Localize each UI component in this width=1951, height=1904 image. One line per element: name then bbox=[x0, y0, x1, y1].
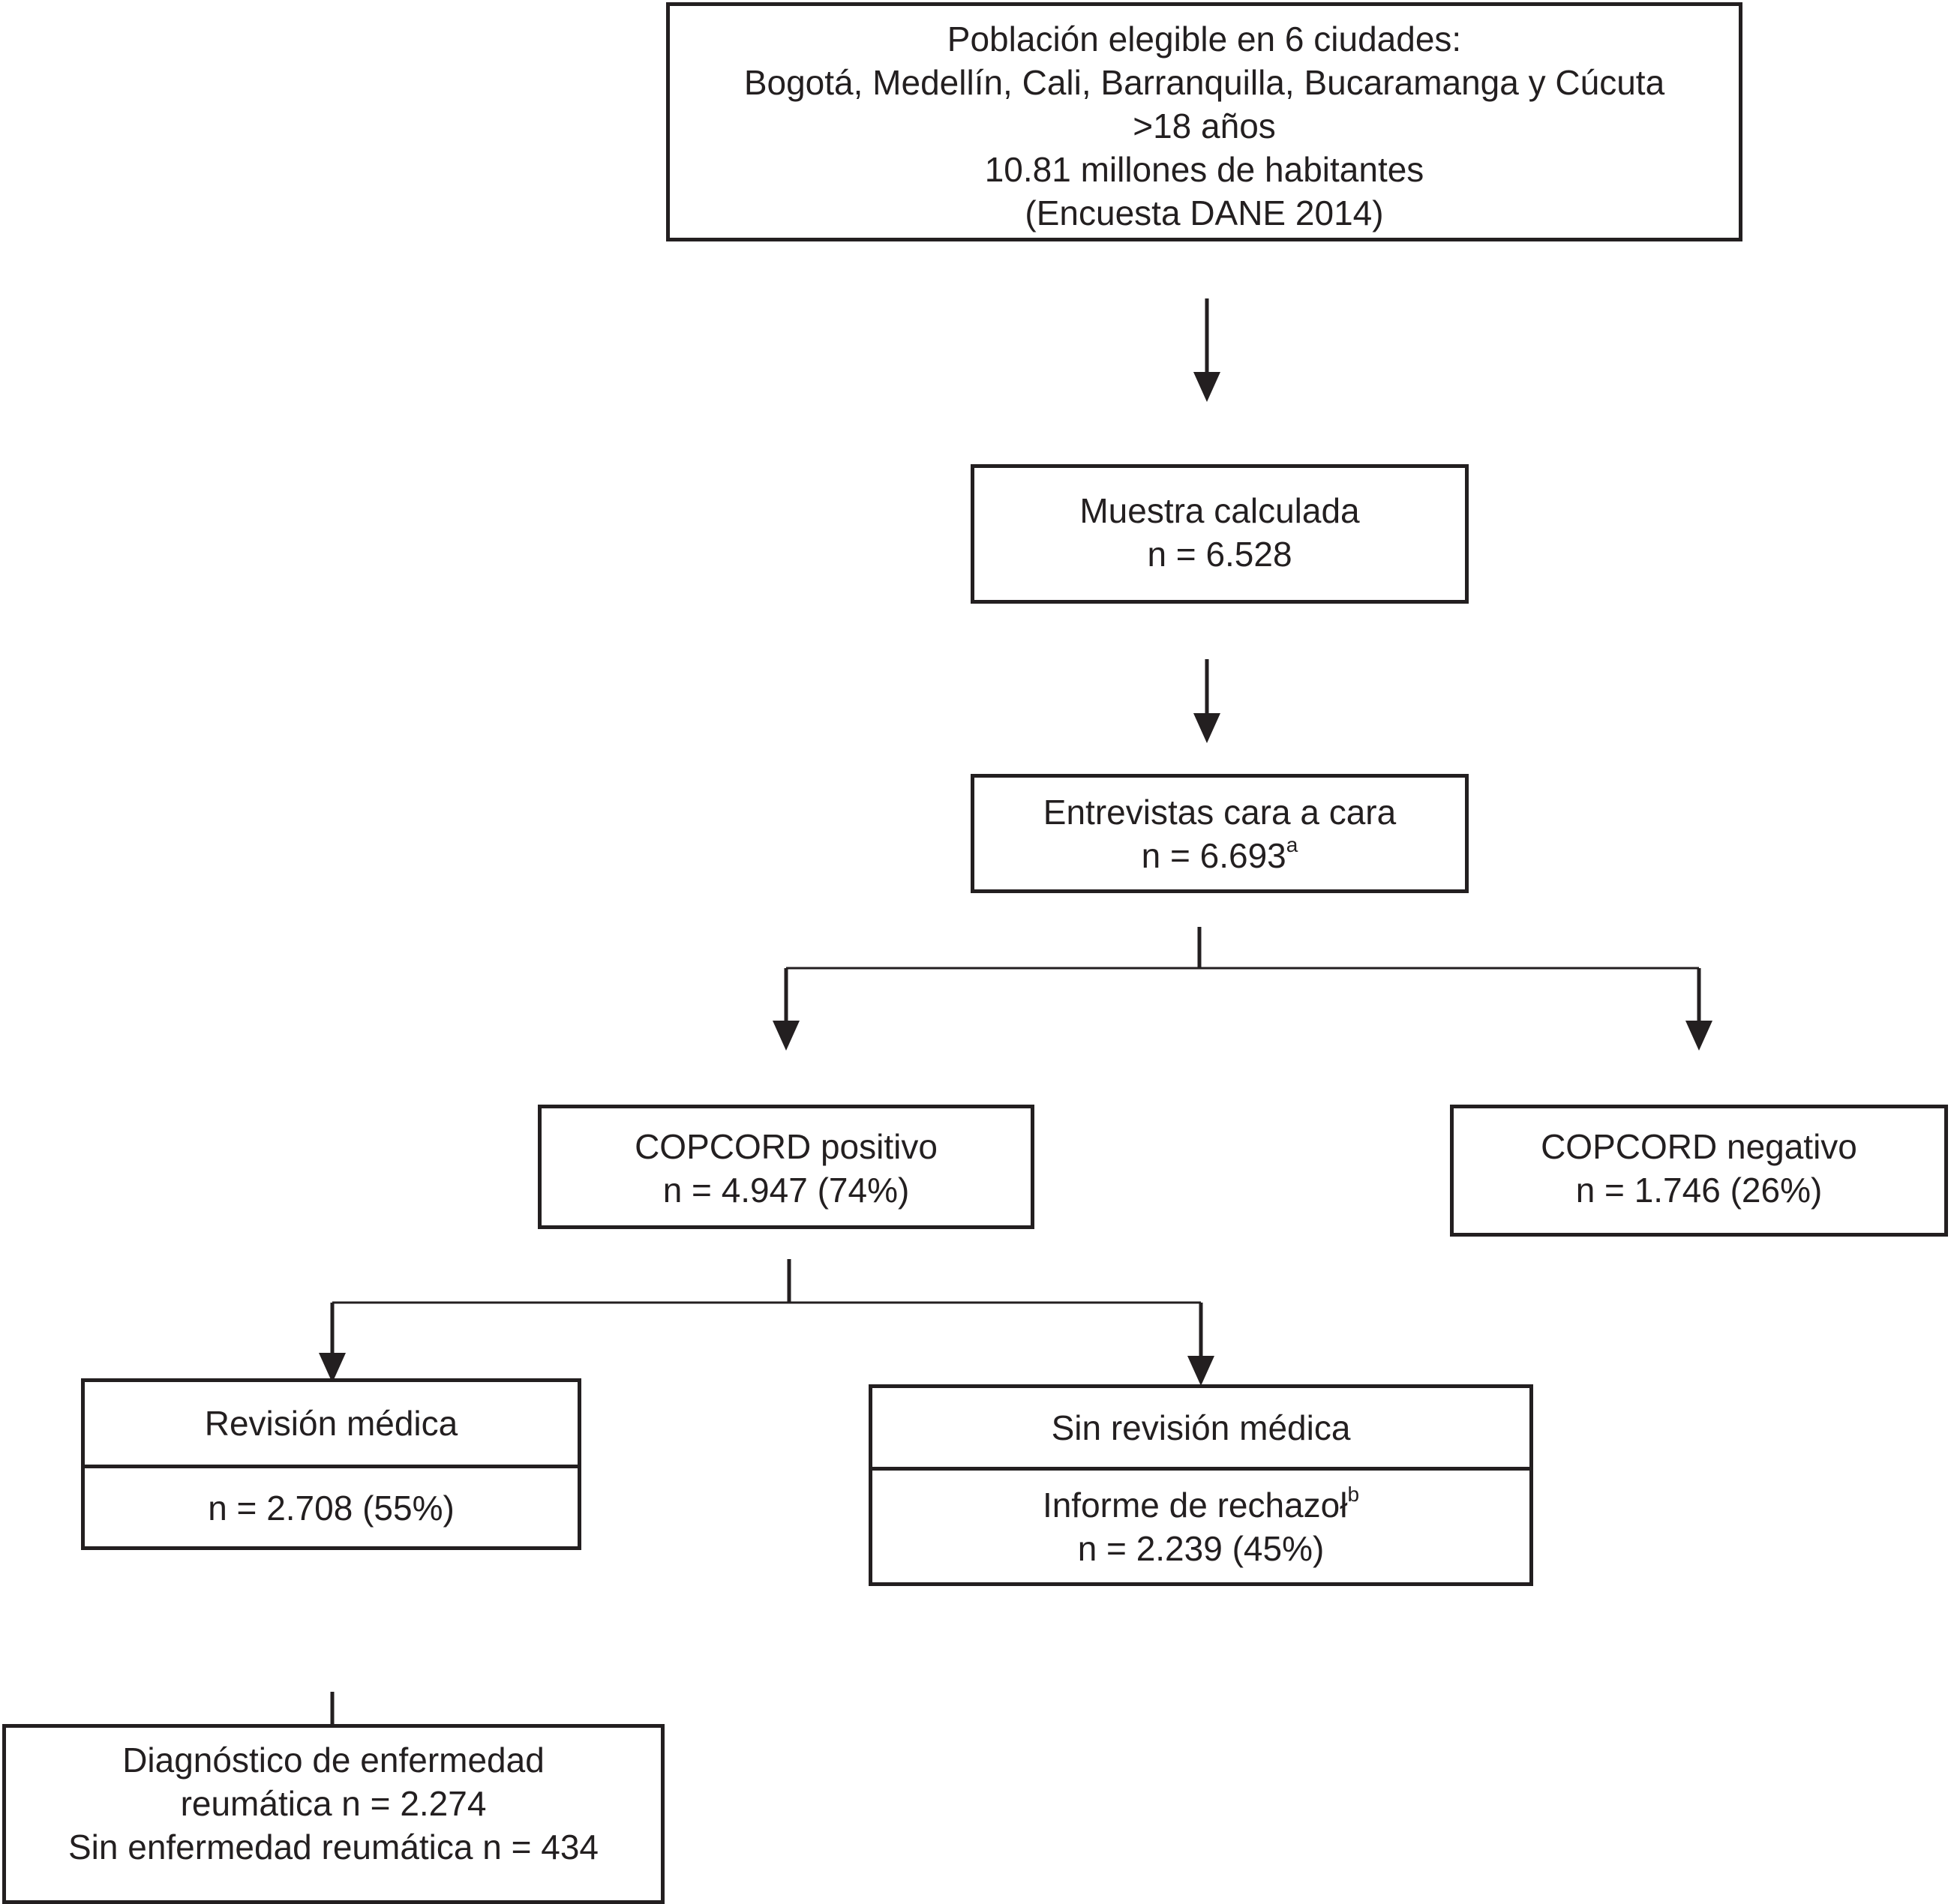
arrowhead-icon bbox=[1193, 372, 1220, 402]
interviews-n: n = 6.693 bbox=[1141, 836, 1286, 875]
population-line: 10.81 millones de habitantes bbox=[984, 150, 1424, 189]
diagnosis-line: Diagnóstico de enfermedad bbox=[122, 1741, 545, 1780]
diagnosis-box: Diagnóstico de enfermedad reumática n = … bbox=[2, 1724, 665, 1904]
copcord-positive-title: COPCORD positivo bbox=[635, 1127, 938, 1166]
medical-review-title: Revisión médica bbox=[204, 1404, 458, 1443]
copcord-positive-n: n = 4.947 (74%) bbox=[662, 1171, 910, 1210]
arrowhead-icon bbox=[1685, 1021, 1712, 1051]
no-medical-review-title: Sin revisión médica bbox=[1051, 1408, 1351, 1447]
no-medical-review-n: n = 2.239 (45%) bbox=[1077, 1529, 1325, 1568]
population-line: Población elegible en 6 ciudades: bbox=[947, 19, 1462, 58]
diagnosis-line: reumática n = 2.274 bbox=[180, 1784, 487, 1823]
no-medical-review-box: Sin revisión médica Informe de rechazołb… bbox=[869, 1384, 1533, 1586]
arrowhead-icon bbox=[319, 1353, 346, 1383]
interviews-title: Entrevistas cara a cara bbox=[1043, 793, 1397, 832]
interviews-box: Entrevistas cara a cara n = 6.693a bbox=[971, 774, 1469, 893]
arrowhead-icon bbox=[1187, 1356, 1214, 1386]
population-line: >18 años bbox=[1133, 106, 1276, 145]
rejection-report: Informe de rechazoł bbox=[1042, 1486, 1348, 1525]
footnote-b: b bbox=[1347, 1483, 1360, 1506]
interviews-n-line: n = 6.693a bbox=[974, 833, 1465, 877]
arrowhead-icon bbox=[1193, 713, 1220, 743]
copcord-positive-box: COPCORD positivo n = 4.947 (74%) bbox=[538, 1105, 1034, 1229]
divider bbox=[85, 1465, 578, 1468]
copcord-negative-title: COPCORD negativo bbox=[1541, 1127, 1857, 1166]
medical-review-box: Revisión médica n = 2.708 (55%) bbox=[81, 1378, 581, 1550]
medical-review-n: n = 2.708 (55%) bbox=[208, 1488, 455, 1528]
sample-box: Muestra calculada n = 6.528 bbox=[971, 464, 1469, 604]
diagnosis-line: Sin enfermedad reumática n = 434 bbox=[68, 1828, 599, 1867]
footnote-a: a bbox=[1286, 833, 1298, 856]
copcord-negative-n: n = 1.746 (26%) bbox=[1575, 1171, 1823, 1210]
population-line: Bogotá, Medellín, Cali, Barranquilla, Bu… bbox=[743, 63, 1665, 102]
rejection-report-line: Informe de rechazołb bbox=[872, 1483, 1529, 1527]
sample-title: Muestra calculada bbox=[1079, 491, 1360, 530]
sample-n: n = 6.528 bbox=[1147, 535, 1292, 574]
population-line: (Encuesta DANE 2014) bbox=[1025, 193, 1384, 232]
divider bbox=[872, 1467, 1529, 1471]
copcord-negative-box: COPCORD negativo n = 1.746 (26%) bbox=[1450, 1105, 1948, 1237]
arrowhead-icon bbox=[773, 1021, 800, 1051]
population-box: Población elegible en 6 ciudades: Bogotá… bbox=[666, 2, 1742, 241]
